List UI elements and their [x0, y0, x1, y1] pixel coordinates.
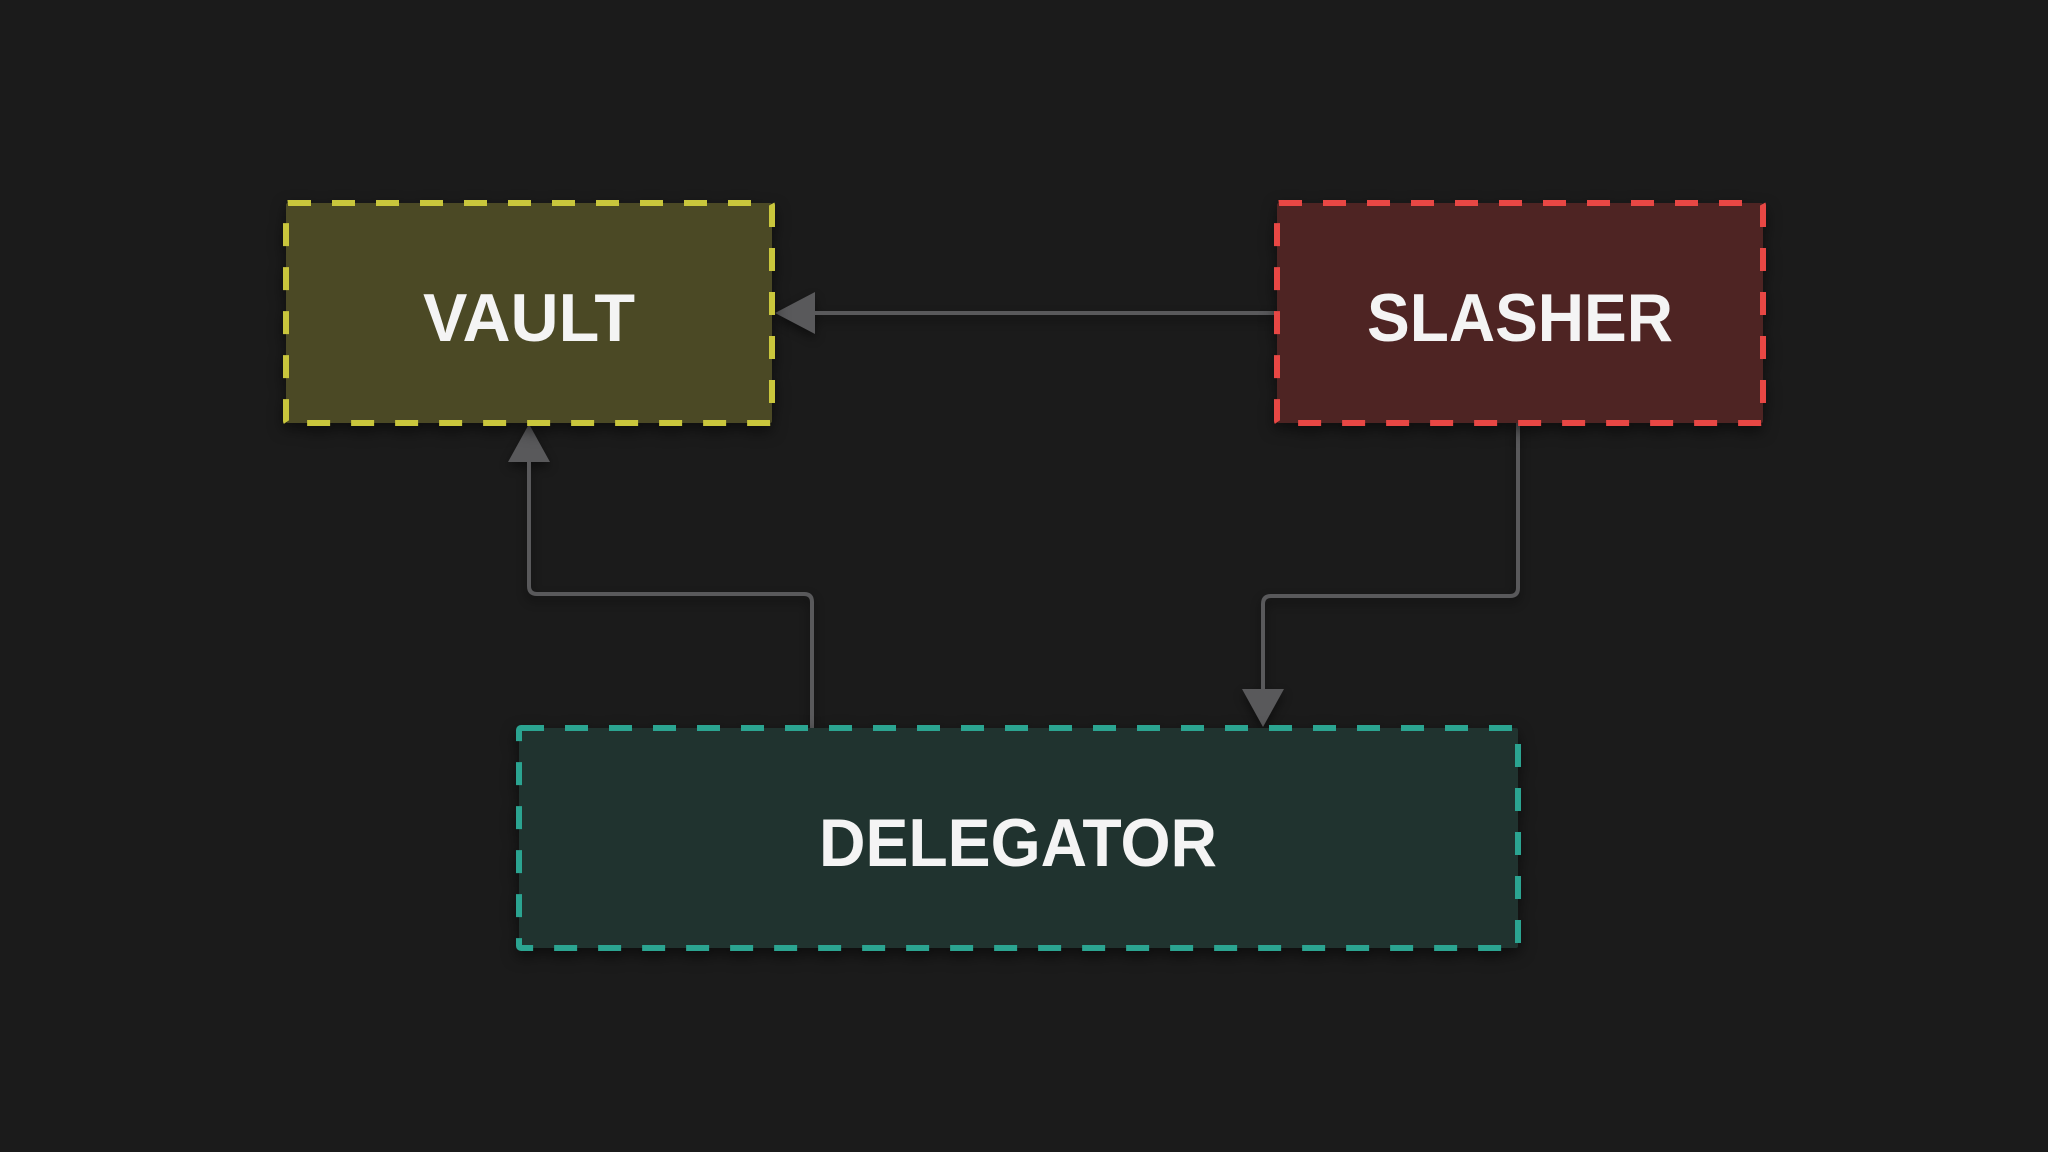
slasher-box	[1274, 200, 1766, 426]
edge-slasher-to-delegator-line	[1261, 422, 1520, 689]
arrowhead-left-icon	[775, 292, 815, 334]
edge-slasher-to-vault	[775, 292, 1277, 334]
delegator-node: DELEGATOR	[516, 725, 1521, 951]
vault-label: VAULT	[423, 280, 635, 356]
vault-box	[283, 200, 775, 426]
vault-node: VAULT	[283, 200, 775, 426]
arrowhead-down-icon	[1242, 689, 1284, 727]
delegator-label: DELEGATOR	[819, 805, 1217, 881]
delegator-box	[516, 725, 1521, 951]
edge-slasher-to-delegator	[1242, 422, 1520, 727]
arrowhead-up-icon	[508, 424, 550, 462]
edge-delegator-to-vault-line	[527, 461, 814, 728]
slasher-node: SLASHER	[1274, 200, 1766, 426]
edge-delegator-to-vault	[508, 424, 814, 728]
slasher-label: SLASHER	[1367, 280, 1673, 356]
